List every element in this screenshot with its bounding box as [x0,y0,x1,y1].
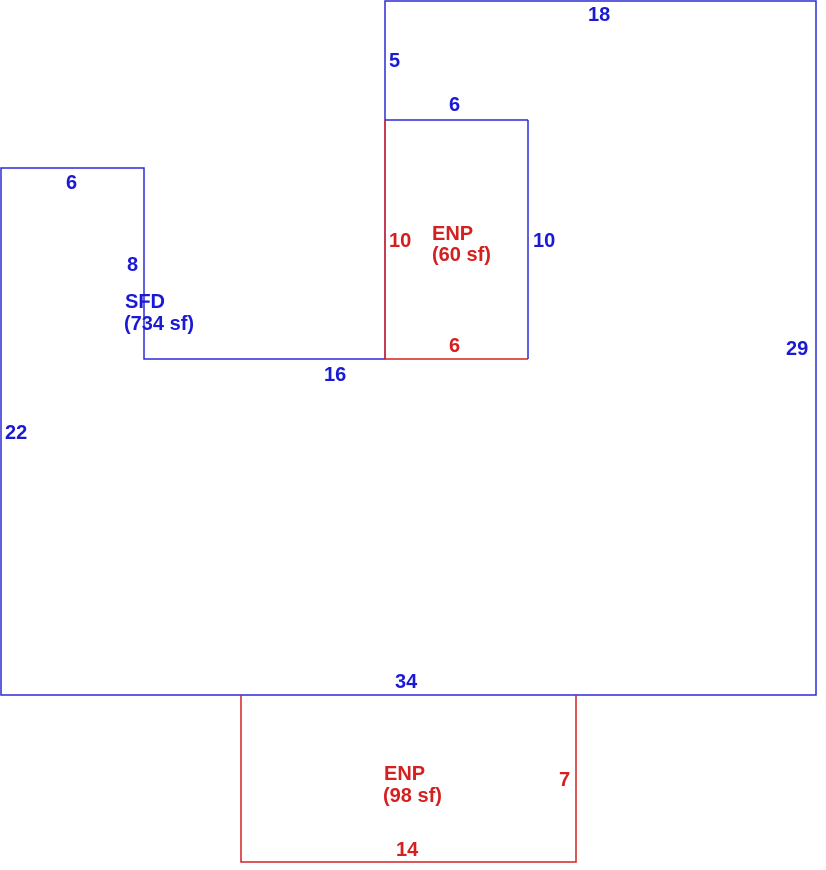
dim-upper-5: 5 [389,50,400,72]
dim-left-wing-8: 8 [127,254,138,276]
lower-porch-dim-right-7: 7 [559,769,570,791]
dim-porch-top-6: 6 [449,94,460,116]
dim-bottom-34: 34 [395,671,418,693]
upper-porch-code-label: ENP [432,223,473,245]
lower-porch-code-label: ENP [384,763,425,785]
dim-porch-right-10: 10 [533,230,555,252]
lower-porch-dim-bottom-14: 14 [396,839,419,861]
dim-top-left-6: 6 [66,172,77,194]
sfd-outline [0,0,817,696]
upper-porch-dim-bottom-6: 6 [449,335,460,357]
upper-porch-dim-left-10: 10 [389,230,411,252]
dim-step-16: 16 [324,364,346,386]
dim-right-29: 29 [786,338,808,360]
sfd-area-label: (734 sf) [124,313,194,335]
dim-top-right-18: 18 [588,4,610,26]
upper-porch-area-label: (60 sf) [432,244,491,266]
lower-porch-area-label: (98 sf) [383,785,442,807]
sfd-code-label: SFD [125,291,165,313]
dim-left-22: 22 [5,422,27,444]
lower-porch-outline [240,695,577,863]
